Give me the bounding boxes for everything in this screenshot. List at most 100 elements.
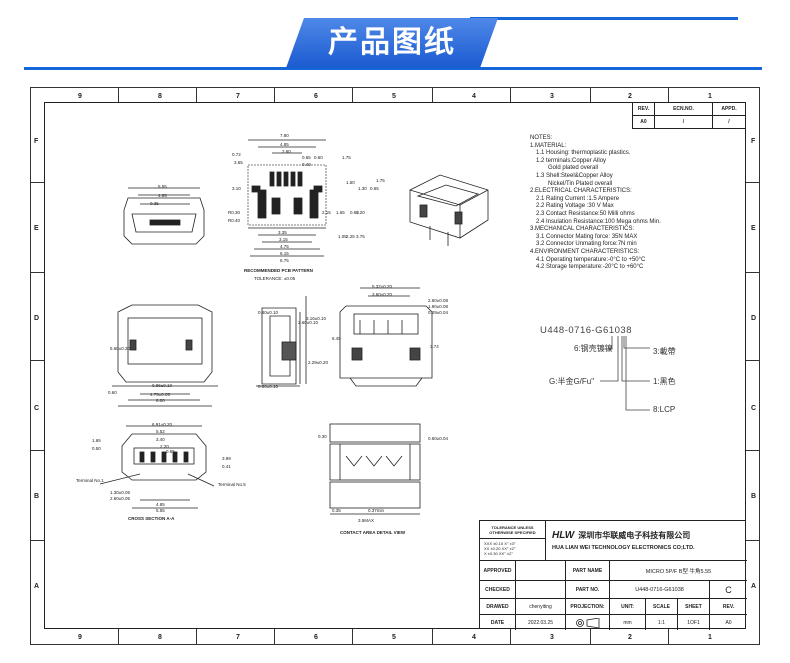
zone-tick (746, 540, 760, 541)
zone-column-label: 9 (78, 93, 82, 100)
zone-tick (510, 629, 511, 644)
note-line: 2.2 Rating Voltage :30 V Max (536, 203, 614, 210)
dimension-label: 2.20 (160, 444, 169, 449)
zone-row-label: E (751, 225, 756, 232)
zone-row-label: E (34, 225, 39, 232)
company-logo: HLW (552, 530, 575, 541)
dimension-label: 1.65 (336, 210, 345, 215)
drawn-label: DRAWED (480, 599, 516, 615)
part-no-label: PART NO. (566, 581, 610, 599)
zone-row-label: C (34, 405, 40, 412)
dimension-label: 0.86±0.10 (152, 383, 172, 388)
dimension-label: 5.32±0.20 (372, 284, 392, 289)
zone-tick (30, 540, 44, 541)
dimension-label: 1.65 (92, 438, 101, 443)
banner-title: 产品图纸 (328, 25, 456, 60)
scale-value: 1:1 (646, 615, 678, 630)
zone-tick (274, 629, 275, 644)
dimension-label: 4.85 (280, 142, 289, 147)
zone-tick (118, 87, 119, 102)
terminal1-label: Terminal No.1 (76, 478, 104, 483)
zone-column-label: 7 (236, 93, 240, 100)
cross-section-caption: CROSS SECTION A-A (128, 516, 175, 521)
dimension-label: 0.30 (318, 434, 327, 439)
contact-caption: CONTACT AREA DETAIL VIEW (340, 530, 406, 535)
dimension-label: 3.5MAX (358, 518, 375, 523)
company-block: HLW 深圳市华联威电子科技有限公司 HUA LIAN WEI TECHNOLO… (546, 521, 747, 561)
zone-tick (668, 87, 669, 102)
banner-tab (286, 18, 498, 68)
rev-code: C (710, 581, 747, 599)
dimension-label: 3.99 (222, 456, 231, 461)
zone-column-label: 5 (392, 93, 396, 100)
part-name-label: PART NAME (566, 561, 610, 581)
dimension-label: 0.65 (302, 155, 311, 160)
tolerance-label: TOLERANCE UNLESS OTHERWISE SPECIFIED (480, 521, 546, 539)
zone-row-label: B (34, 493, 40, 500)
banner-top-line (470, 17, 738, 20)
rev-value: A0 (632, 115, 655, 129)
notes-lines: 1.MATERIAL:1.1 Housing: thermoplastic pl… (530, 143, 745, 272)
sheet-value: 1OF1 (678, 615, 710, 630)
part-no-value: U448-0716-G61038 (610, 581, 710, 599)
dimension-label: 3.35 (278, 230, 287, 235)
title-block: TOLERANCE UNLESS OTHERWISE SPECIFIED XXX… (479, 520, 747, 630)
dimension-label: 0.50 (92, 446, 101, 451)
label-color: 1:黑色 (653, 377, 676, 386)
rev-label: REV. (710, 599, 747, 615)
zone-tick (746, 182, 760, 183)
dimension-label: 3.40 (156, 437, 165, 442)
dimension-label: 5.60±0.30 (110, 346, 130, 351)
label-lcp: 8:LCP (653, 405, 676, 414)
zone-tick (590, 629, 591, 644)
zone-tick (196, 87, 197, 102)
zone-tick (432, 629, 433, 644)
zone-tick (352, 87, 353, 102)
note-line: 1.2 terminals:Copper Alloy (536, 157, 607, 164)
dimension-label: 6.91±0.20 (152, 422, 172, 427)
zone-tick (196, 629, 197, 644)
sheet-label: SHEET (678, 599, 710, 615)
zone-column-label: 5 (392, 634, 396, 641)
note-line: 4.ENVIRONMENT CHARACTERISTICS: (530, 248, 640, 255)
revision-table: REV. ECN.NO. APPD. A0 / / (632, 102, 746, 129)
zone-column-label: 6 (314, 634, 318, 641)
pcb-tolerance: TOLERANCE: ±0.05 (254, 276, 296, 281)
notes-title: NOTES: (530, 135, 553, 141)
dimension-label: 1.05 (338, 234, 347, 239)
terminal5-label: Terminal No.5 (218, 482, 246, 487)
unit-value: mm (610, 615, 646, 630)
dimension-label: 0.65 (370, 186, 379, 191)
front-main-view (112, 304, 218, 407)
dimension-label: 0.37min (368, 508, 385, 513)
drawing-frame-outer (30, 87, 760, 645)
part-name-value: MICRO 5P/F B型 牛角5.55 (610, 561, 747, 581)
banner-bottom-line (24, 67, 762, 70)
note-line: Gold plated overall (548, 165, 599, 172)
dimension-label: 0.60 (314, 155, 323, 160)
zone-row-label: F (751, 138, 756, 145)
note-line: 2.ELECTRICAL CHARACTERISTICS: (530, 188, 632, 195)
dimension-label: 5.55 (156, 508, 165, 513)
dimension-label: 0.35 (150, 201, 159, 206)
projection-label: PROJECTION: (566, 599, 610, 615)
zone-tick (30, 450, 44, 451)
dimension-label: 0.65 (166, 449, 175, 454)
dimension-label: 1.75 (376, 178, 385, 183)
dimension-label: 2.25 (346, 234, 355, 239)
zone-tick (274, 87, 275, 102)
note-line: 2.1 Rating Current :1.5 Ampere (536, 195, 620, 202)
appd-value: / (712, 115, 746, 129)
unit-label: UNIT: (610, 599, 646, 615)
isometric-view (409, 174, 489, 246)
zone-tick (746, 360, 760, 361)
tolerance-values-text: XXX ±0.10 X° ±3°XX ±0.20 XX° ±2°X ±0.30 … (484, 541, 541, 556)
company-cn: 深圳市华联威电子科技有限公司 (578, 531, 691, 540)
zone-row-label: A (751, 583, 757, 590)
drawing-frame-inner (44, 102, 746, 629)
note-line: 3.2 Connector Unmating force:7N min (536, 241, 637, 248)
contact-detail-view (329, 423, 421, 515)
zone-row-label: F (34, 138, 39, 145)
label-packing: 3:載帶 (653, 347, 676, 356)
